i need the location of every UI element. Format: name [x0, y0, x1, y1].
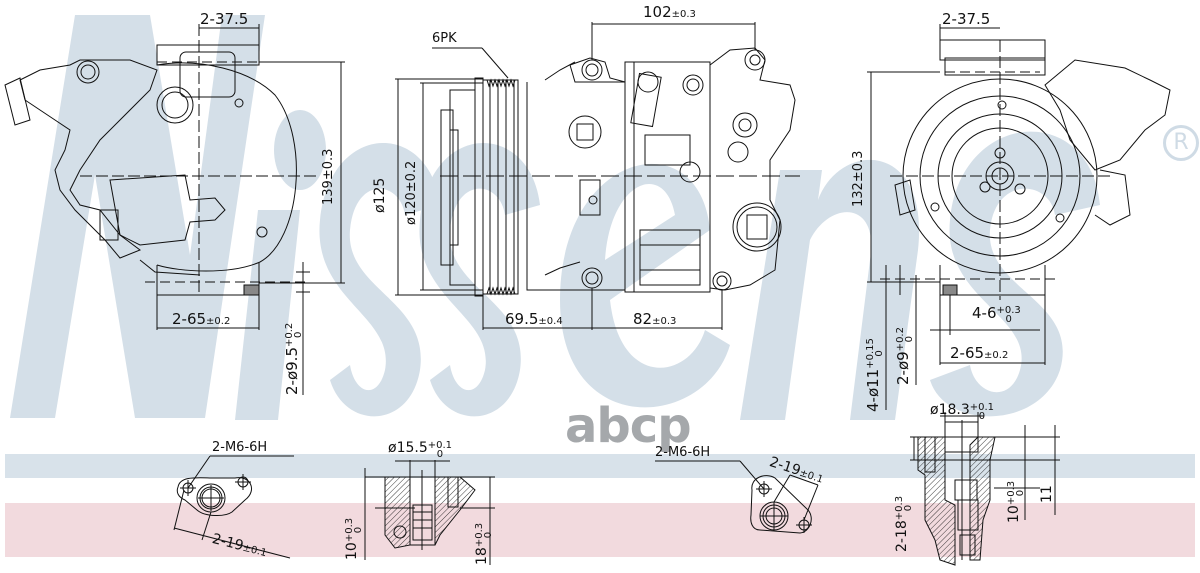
port2-depth-b-main: 10: [1006, 505, 1022, 523]
mount-spacing-dim: 102±0.3: [643, 5, 696, 20]
rear-height-dim: 139±0.3: [321, 148, 336, 205]
port1-bore-main: ø15.5: [388, 440, 428, 456]
port2-bore-tol-minus: 0: [978, 411, 986, 422]
rear-top-width-dim: 2-37.5: [200, 10, 249, 28]
port-detail-1-drawing: [174, 456, 294, 558]
length-b-main: 82: [633, 310, 653, 328]
front-slot-tol-plus: +0.3: [996, 305, 1021, 316]
front-hole9-main: 2-ø9: [894, 351, 912, 385]
port-section-2-drawing: [910, 412, 1060, 565]
front-bottom-width-main: 2-65: [950, 344, 985, 362]
length-a-main: 69.5: [505, 310, 539, 328]
front-view-drawing: [867, 24, 1170, 410]
pulley-outer-dia-dim: ø125: [372, 177, 388, 213]
registered-trademark-icon: R: [1163, 125, 1199, 161]
front-hole11-main: 4-ø11: [864, 368, 882, 412]
port1-thread-label: 2-M6-6H: [212, 440, 268, 455]
port2-bore-tol-plus: +0.1: [969, 402, 995, 413]
mount-spacing-main: 102: [643, 3, 672, 21]
length-b-tol: ±0.3: [652, 316, 677, 327]
rear-bottom-width-dim: 2-65±0.2: [172, 312, 230, 327]
side-view-drawing: [395, 22, 800, 330]
front-top-width-dim: 2-37.5: [942, 10, 991, 28]
rear-bottom-width-main: 2-65: [172, 310, 207, 328]
port2-bore-main: ø18.3: [930, 402, 970, 418]
length-a-tol: ±0.4: [538, 316, 563, 327]
background-band-pink: [5, 503, 1195, 557]
front-bottom-width-dim: 2-65±0.2: [950, 346, 1008, 361]
port2-depth-b-tol-minus: 0: [1015, 489, 1026, 497]
port2-depth-c-dim: 11: [1039, 485, 1055, 503]
port1-bore-tol-plus: +0.1: [427, 440, 453, 451]
front-slot-main: 4-6: [972, 304, 997, 322]
front-slot-tol-minus: 0: [1005, 314, 1012, 325]
port2-thread-label: 2-M6-6H: [655, 445, 711, 460]
front-hole9-tol-minus: 0: [904, 335, 915, 343]
abcp-logo: abcp: [565, 398, 692, 454]
mount-spacing-tol: ±0.3: [671, 9, 696, 20]
port2-depth-a-main: 2-18: [894, 520, 910, 552]
belt-type-label: 6PK: [432, 31, 457, 46]
port-section-1-drawing: [365, 460, 495, 565]
length-b-dim: 82±0.3: [633, 312, 676, 327]
length-a-dim: 69.5±0.4: [505, 312, 563, 327]
front-hole11-tol-minus: 0: [874, 350, 885, 357]
front-height-dim: 132±0.3: [851, 150, 866, 207]
rear-view-drawing: [5, 24, 345, 395]
port1-depth-a-main: 10: [344, 542, 360, 560]
rear-hole-dia-main: 2-ø9.5: [283, 347, 301, 395]
rear-hole-dia-tol-minus: 0: [293, 331, 304, 339]
port1-bore-tol-minus: 0: [436, 449, 444, 460]
pulley-inner-dia-dim: ø120±0.2: [404, 160, 419, 225]
port1-depth-a-tol-minus: 0: [353, 526, 364, 534]
port1-depth-b-main: 18: [474, 547, 490, 565]
port-detail-2-drawing: [655, 461, 818, 533]
port1-depth-b-tol-minus: 0: [483, 531, 494, 539]
port2-depth-a-tol-minus: 0: [903, 504, 914, 512]
front-bottom-width-tol: ±0.2: [984, 350, 1009, 361]
rear-bottom-width-tol: ±0.2: [206, 316, 231, 327]
